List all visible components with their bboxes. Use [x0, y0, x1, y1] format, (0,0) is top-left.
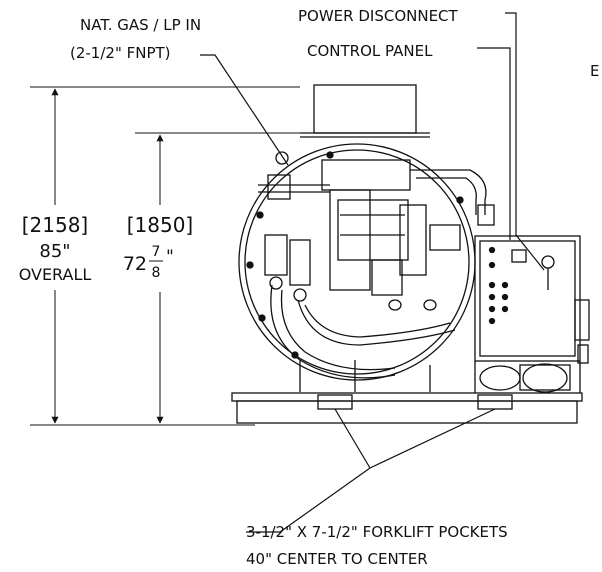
unit-height-fraction-denominator: 8	[152, 265, 161, 281]
unit-height-fraction-numerator: 7	[152, 244, 161, 260]
forklift-leader-lines	[246, 408, 496, 533]
unit-height-whole: 72	[123, 253, 147, 275]
unit-height-mm: [1850]	[127, 213, 194, 237]
control-panel	[474, 235, 590, 393]
overall-dimension	[30, 86, 300, 426]
gas-inlet-size-label: (2-1/2" FNPT)	[70, 44, 171, 62]
unit-height-inch-mark: "	[166, 247, 174, 267]
leader-lines	[200, 12, 545, 271]
unit-height-dimension	[135, 132, 320, 424]
overall-dimension-in: 85"	[39, 241, 70, 262]
forklift-pockets-label: 3-1/2" X 7-1/2" FORKLIFT POCKETS	[246, 523, 508, 541]
edge-fragment-label: E	[590, 62, 599, 80]
boiler-unit	[238, 84, 495, 392]
gas-inlet-label: NAT. GAS / LP IN	[80, 16, 201, 34]
power-disconnect-label: POWER DISCONNECT	[298, 7, 459, 25]
control-panel-label: CONTROL PANEL	[307, 42, 433, 60]
forklift-spacing-label: 40" CENTER TO CENTER	[246, 550, 428, 568]
overall-dimension-mm: [2158]	[22, 213, 89, 237]
skid-base	[231, 392, 583, 424]
overall-dimension-word: OVERALL	[19, 265, 92, 284]
